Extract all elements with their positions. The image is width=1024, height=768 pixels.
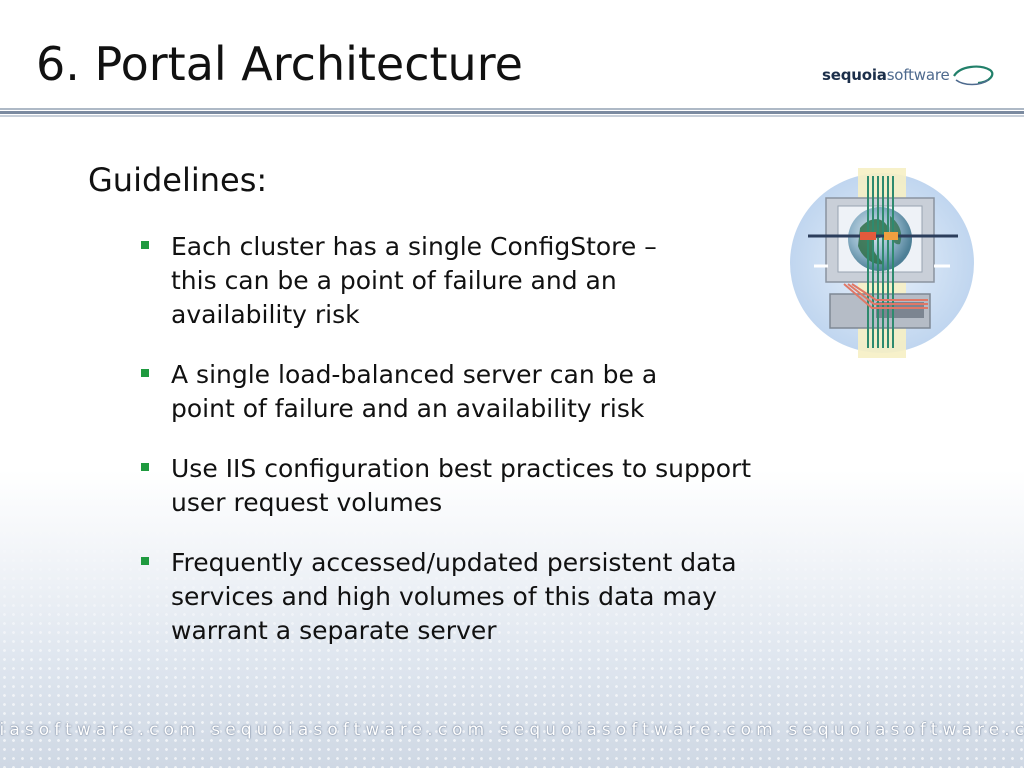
footer-watermark-text: oiasoftware.com sequoiasoftware.com sequ…	[0, 720, 1024, 740]
section-heading: Guidelines:	[88, 161, 268, 199]
slide-title: 6. Portal Architecture	[36, 37, 523, 91]
background-dot-pattern	[0, 520, 1024, 768]
bullet-square-icon	[141, 369, 149, 377]
bullet-item: A single load-balanced server can be a p…	[138, 358, 938, 426]
logo-wordmark-bold: sequoia	[822, 66, 887, 84]
bullet-square-icon	[141, 463, 149, 471]
bullet-item: Use IIS configuration best practices to …	[138, 452, 938, 520]
title-divider	[0, 108, 1024, 118]
company-logo: sequoiasoftware	[822, 64, 1002, 90]
logo-wordmark-light: software	[886, 66, 950, 84]
bullet-text: A single load-balanced server can be a p…	[171, 360, 658, 423]
swoosh-logo-icon	[953, 65, 994, 86]
bullet-text: Use IIS configuration best practices to …	[171, 454, 752, 517]
footer-watermark: oiasoftware.com sequoiasoftware.com sequ…	[0, 718, 1024, 742]
logo-wordmark: sequoiasoftware	[822, 66, 950, 84]
bullet-text: Frequently accessed/updated persistent d…	[171, 548, 737, 645]
bullet-text: Each cluster has a single ConfigStore – …	[171, 232, 657, 329]
bullet-item: Frequently accessed/updated persistent d…	[138, 546, 938, 648]
server-globe-network-icon	[790, 168, 974, 358]
bullet-item: Each cluster has a single ConfigStore – …	[138, 230, 938, 332]
bullet-square-icon	[141, 557, 149, 565]
bullet-list: Each cluster has a single ConfigStore – …	[138, 230, 938, 648]
bullet-square-icon	[141, 241, 149, 249]
